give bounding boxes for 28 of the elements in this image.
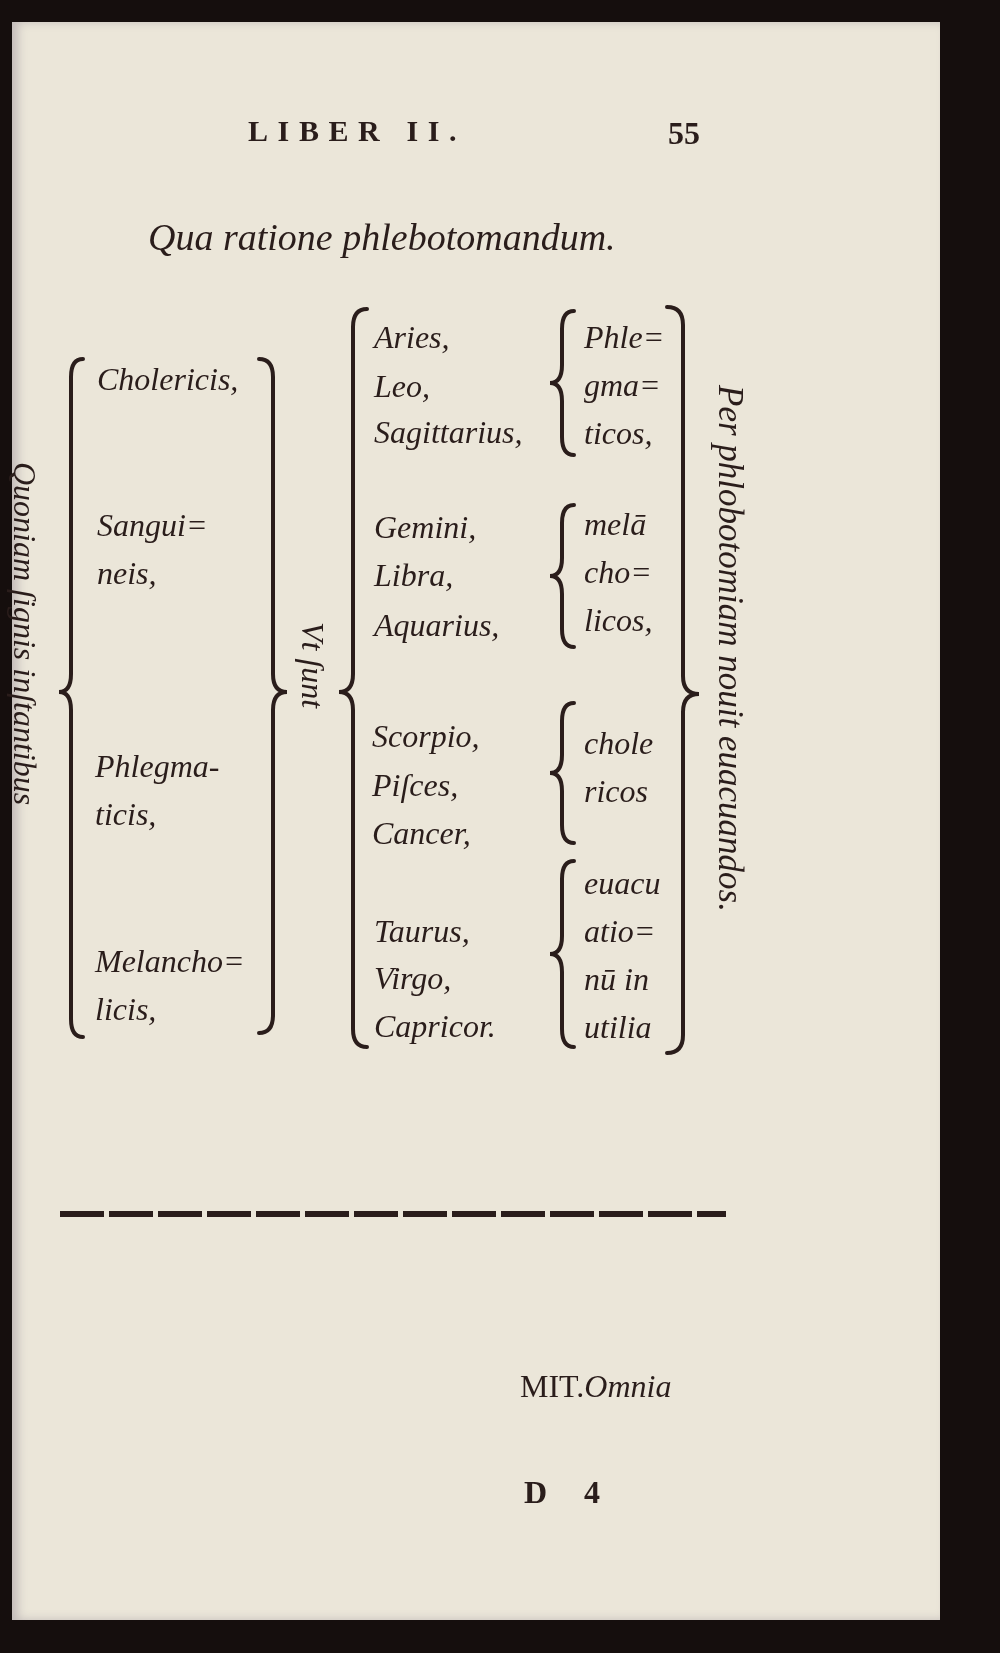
vertical-caption: Quoniam ſignis inſtantibus: [6, 462, 44, 806]
entry-text: Melancho= licis,: [95, 942, 246, 1029]
entry-text: Scorpio,: [372, 717, 480, 756]
entry-text: Sagittarius,: [374, 413, 523, 452]
signature-mark: D 4: [524, 1473, 600, 1512]
entry-text: Phle= gma= ticos,: [584, 318, 664, 453]
entry-text: Phlegma- ticis,: [95, 747, 221, 834]
page-number: 55: [668, 114, 700, 152]
vertical-caption: Vt ſunt: [294, 622, 332, 709]
vertical-caption: Per phlobotomiam nouit euacuandos.: [711, 385, 749, 912]
entry-text: Piſces,: [372, 766, 459, 805]
catchword: MIT.Omnia: [520, 1367, 672, 1406]
entry-text: Libra,: [374, 556, 454, 595]
entry-text: Cancer,: [372, 814, 471, 853]
entry-text: chole ricos: [584, 724, 655, 811]
entry-text: Leo,: [374, 367, 430, 406]
entry-text: Taurus,: [374, 912, 470, 951]
entry-text: Gemini,: [374, 508, 477, 547]
heading: Qua ratione phlebotomandum.: [148, 215, 616, 260]
entry-text: Virgo,: [374, 959, 452, 998]
entry-text: Cholericis,: [97, 360, 239, 399]
entry-text: Aries,: [374, 318, 450, 357]
entry-text: Aquarius,: [374, 606, 500, 645]
entry-text: melā cho= licos,: [584, 505, 654, 640]
entry-text: Capricor.: [374, 1007, 496, 1046]
entry-text: euacu atio= nū in utilia: [584, 864, 662, 1047]
running-head: LIBER II.: [248, 113, 467, 149]
entry-text: Sangui= neis,: [97, 506, 209, 593]
